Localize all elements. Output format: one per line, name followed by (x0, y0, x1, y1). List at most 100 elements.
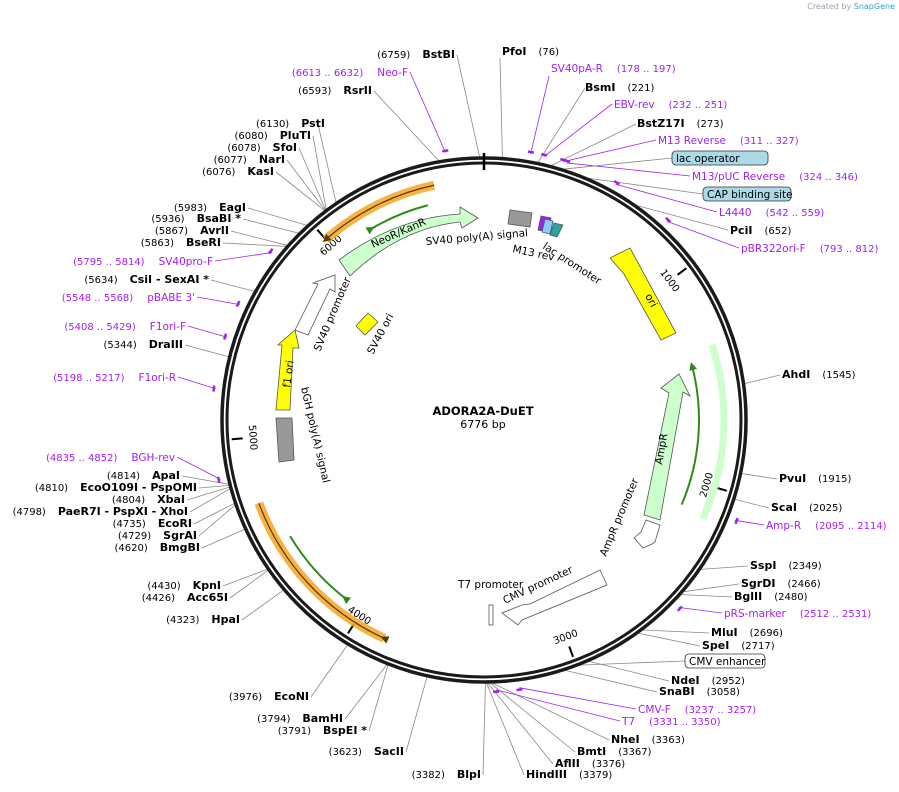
cap-binding-site-label[interactable]: CAP binding site (707, 189, 793, 201)
primer-sv40pro-f[interactable]: (5795 .. 5814)SV40pro-F (73, 256, 213, 268)
primer-l4440[interactable]: L4440(542 .. 559) (719, 207, 824, 219)
primer-leader (530, 75, 550, 155)
enzyme-leader (230, 230, 289, 247)
feature-label-neor-kanr: NeoR/KanR (369, 216, 427, 251)
primer-pbr322ori-f[interactable]: pBR322ori-F(793 .. 812) (741, 243, 878, 255)
enzyme-blpi[interactable]: (3382)BlpI (412, 768, 481, 781)
enzyme-leader (229, 569, 270, 599)
tick-label: 3000 (552, 628, 580, 647)
primer-cmv-f[interactable]: CMV-F(3237 .. 3257) (638, 704, 756, 716)
enzyme-psti[interactable]: (6130)PstI (256, 117, 325, 130)
enzyme-pluti[interactable]: (6080)PluTI (234, 129, 311, 142)
enzyme-bstz17i[interactable]: BstZ17I(273) (637, 117, 724, 130)
primer-leader (196, 296, 240, 306)
enzyme-mlui[interactable]: MluI(2696) (711, 626, 783, 639)
primer-sv40pa-r[interactable]: SV40pA-R(178 .. 197) (551, 63, 676, 75)
enzyme-ndei[interactable]: NdeI(2952) (671, 674, 745, 687)
enzyme-ecori[interactable]: (4735)EcoRI (113, 517, 192, 530)
primer-leader (177, 376, 216, 390)
ampr-band (699, 343, 728, 520)
primer-m13-puc-reverse[interactable]: M13/pUC Reverse(324 .. 346) (692, 171, 858, 183)
enzyme-spei[interactable]: SpeI(2717) (702, 639, 775, 652)
primer-m13-reverse[interactable]: M13 Reverse(311 .. 327) (658, 135, 799, 147)
primer-mark (665, 216, 672, 223)
primer-neo-f[interactable]: (6613 .. 6632)Neo-F (292, 67, 408, 79)
enzyme-snabi[interactable]: SnaBI(3058) (659, 685, 740, 698)
enzyme-apai[interactable]: (4814)ApaI (107, 469, 180, 482)
enzyme-leader (222, 242, 288, 247)
enzyme-xbai[interactable]: (4804)XbaI (112, 493, 185, 506)
enzyme-draiii[interactable]: (5344)DraIII (103, 338, 183, 351)
primer-ebv-rev[interactable]: EBV-rev(232 .. 251) (614, 99, 727, 111)
enzyme-leader (310, 643, 349, 698)
enzyme-leader (242, 218, 301, 234)
enzyme-nhei[interactable]: NheI(3363) (611, 733, 685, 746)
enzyme-sgrdi[interactable]: SgrDI(2466) (741, 577, 821, 590)
enzyme-aflii[interactable]: AflII(3376) (555, 757, 625, 770)
enzyme-leader (286, 159, 327, 212)
enzyme-csii-sexai[interactable]: (5634)CsiI - SexAI * (84, 273, 209, 286)
boxed-label-leader (576, 660, 686, 666)
enzyme-nari[interactable]: (6077)NarI (214, 153, 285, 166)
enzyme-bspei[interactable]: (3791)BspEI * (278, 724, 368, 737)
enzyme-leader (562, 669, 658, 693)
enzyme-leader (193, 502, 236, 525)
enzyme-ahdi[interactable]: AhdI(1545) (782, 368, 856, 381)
enzyme-ecoo109i-pspomi[interactable]: (4810)EcoO109I - PspOMI (35, 481, 197, 494)
enzyme-leader (733, 498, 770, 509)
feature-label-ampr-promoter: AmpR promoter (598, 476, 642, 558)
enzyme-bamhi[interactable]: (3794)BamHI (257, 712, 343, 725)
enzyme-pfoi[interactable]: PfoI(76) (502, 45, 559, 58)
lac-operator-box (671, 150, 769, 166)
primer-f1ori-f[interactable]: (5408 .. 5429)F1ori-F (64, 321, 186, 333)
enzyme-bstbi[interactable]: (6759)BstBI (377, 48, 455, 61)
enzyme-eagi[interactable]: (5983)EagI (174, 201, 246, 214)
enzyme-hpai[interactable]: (4323)HpaI (166, 613, 240, 626)
enzyme-kasi[interactable]: (6076)KasI (202, 165, 274, 178)
enzyme-bsabi[interactable]: (5936)BsaBI * (151, 212, 241, 225)
enzyme-bmti[interactable]: BmtI(3367) (577, 745, 652, 758)
enzyme-acc65i[interactable]: (4426)Acc65I (142, 591, 228, 604)
enzyme-hindiii[interactable]: HindIII(3379) (526, 768, 612, 781)
primer-mark (734, 517, 739, 525)
enzyme-rsrii[interactable]: (6593)RsrII (298, 84, 372, 97)
lac-operator-label[interactable]: lac operator (676, 153, 740, 165)
enzyme-scai[interactable]: ScaI(2025) (771, 501, 842, 514)
primer-mark (613, 180, 621, 186)
enzyme-sgrai[interactable]: (4729)SgrAI (118, 529, 197, 542)
primer-amp-r[interactable]: Amp-R(2095 .. 2114) (766, 520, 887, 532)
feature-shapes (275, 206, 691, 626)
primer-mark (516, 688, 523, 692)
primer-pbabe-3[interactable]: (5548 .. 5568)pBABE 3' (62, 292, 195, 304)
enzyme-pvui[interactable]: PvuI(1915) (779, 472, 852, 485)
enzyme-bglii[interactable]: BglII(2480) (734, 590, 808, 603)
enzyme-bmgbi[interactable]: (4620)BmgBI (115, 541, 200, 554)
cmv-enhancer-label[interactable]: CMV enhancer (689, 656, 766, 668)
enzyme-kpni[interactable]: (4430)KpnI (147, 579, 221, 592)
enzyme-bsmi[interactable]: BsmI(221) (585, 81, 654, 94)
primer-mark (212, 385, 216, 392)
enzyme-bseri[interactable]: (5863)BseRI (141, 236, 221, 249)
primer-leader (566, 162, 691, 177)
primer-t7[interactable]: T7(3331 .. 3350) (621, 716, 721, 728)
primer-f1ori-r[interactable]: (5198 .. 5217)F1ori-R (53, 372, 176, 384)
primer-bgh-rev[interactable]: (4835 .. 4852)BGH-rev (46, 452, 175, 464)
primer-marks (212, 149, 739, 694)
enzyme-sspi[interactable]: SspI(2349) (750, 559, 822, 572)
enzyme-econi[interactable]: (3976)EcoNI (229, 690, 309, 703)
enzyme-leader (488, 681, 576, 753)
enzyme-pcii[interactable]: PciI(652) (730, 224, 791, 237)
sv40-promoter-arrow (294, 274, 336, 336)
direction-arrow-upper-left (365, 204, 429, 235)
enzyme-sacii[interactable]: (3623)SacII (329, 745, 404, 758)
feature-arcs (254, 180, 728, 644)
primer-prs-marker[interactable]: pRS-marker(2512 .. 2531) (724, 608, 871, 620)
enzyme-paer7i-pspxi-xhoi[interactable]: (4798)PaeR7I - PspXI - XhoI (13, 505, 188, 518)
primer-leader (678, 606, 723, 614)
feature-label-ori: ori (642, 292, 659, 310)
boxed-label-leader (583, 177, 704, 195)
primer-leader (495, 689, 621, 722)
credit-brand: SnapGene (853, 2, 895, 11)
enzyme-sfoi[interactable]: (6078)SfoI (227, 141, 297, 154)
enzyme-avrii[interactable]: (5867)AvrII (155, 224, 229, 237)
